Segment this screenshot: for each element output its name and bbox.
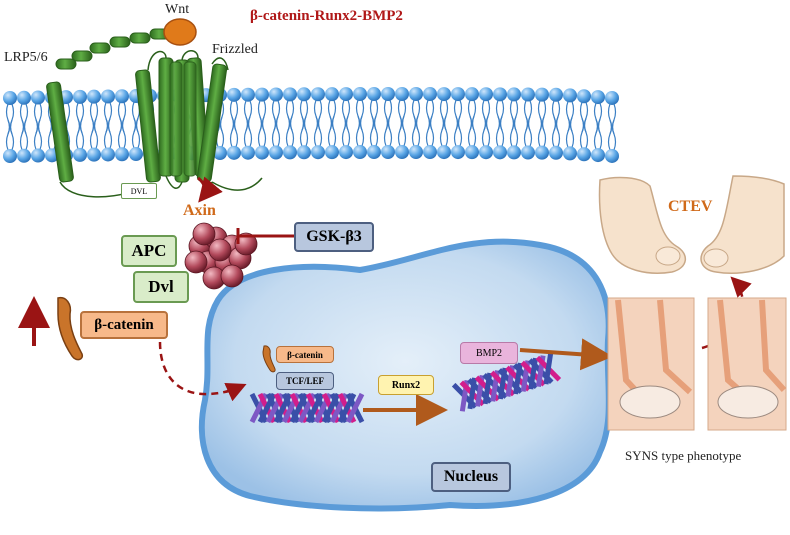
- dna-helix-left: [249, 392, 365, 424]
- cell-membrane: [3, 87, 619, 163]
- receptor-complex: [46, 18, 263, 198]
- axin-label: Axin: [183, 202, 216, 219]
- nucleus-label-box: Nucleus: [431, 462, 511, 492]
- bmp2-to-phenotype-arrow: [519, 338, 613, 371]
- lrp-label: LRP5/6: [4, 50, 48, 65]
- beta-catenin-molecule: [57, 296, 84, 361]
- beta-catenin-box: β-catenin: [80, 311, 168, 339]
- ctev-feet-illustration: [598, 175, 785, 274]
- ctev-label: CTEV: [668, 198, 713, 215]
- dna-helix-right: [451, 352, 562, 412]
- runx2-box: Runx2: [378, 375, 434, 395]
- gsk-box: GSK-β3: [294, 222, 374, 252]
- tcf-lef-box: TCF/LEF: [276, 372, 334, 390]
- phenotype-to-ctev-arrow: [701, 276, 752, 350]
- axin-curved-arrow: [197, 176, 223, 203]
- diagram-title: β-catenin-Runx2-BMP2: [250, 8, 403, 24]
- dvl-small-label: DVL: [121, 183, 157, 199]
- wnt-label: Wnt: [165, 2, 190, 17]
- apc-box: APC: [121, 235, 177, 267]
- bmp2-box: BMP2: [460, 342, 518, 364]
- beta-catenin-molecule-small: [262, 345, 276, 373]
- syns-feet-illustration: [607, 297, 787, 431]
- frizzled-label: Frizzled: [212, 42, 258, 57]
- nucleus-beta-catenin-box: β-catenin: [276, 346, 334, 363]
- destruction-complex-protein: [184, 222, 258, 290]
- syns-phenotype-label: SYNS type phenotype: [625, 448, 742, 463]
- dvl-box: Dvl: [133, 271, 189, 303]
